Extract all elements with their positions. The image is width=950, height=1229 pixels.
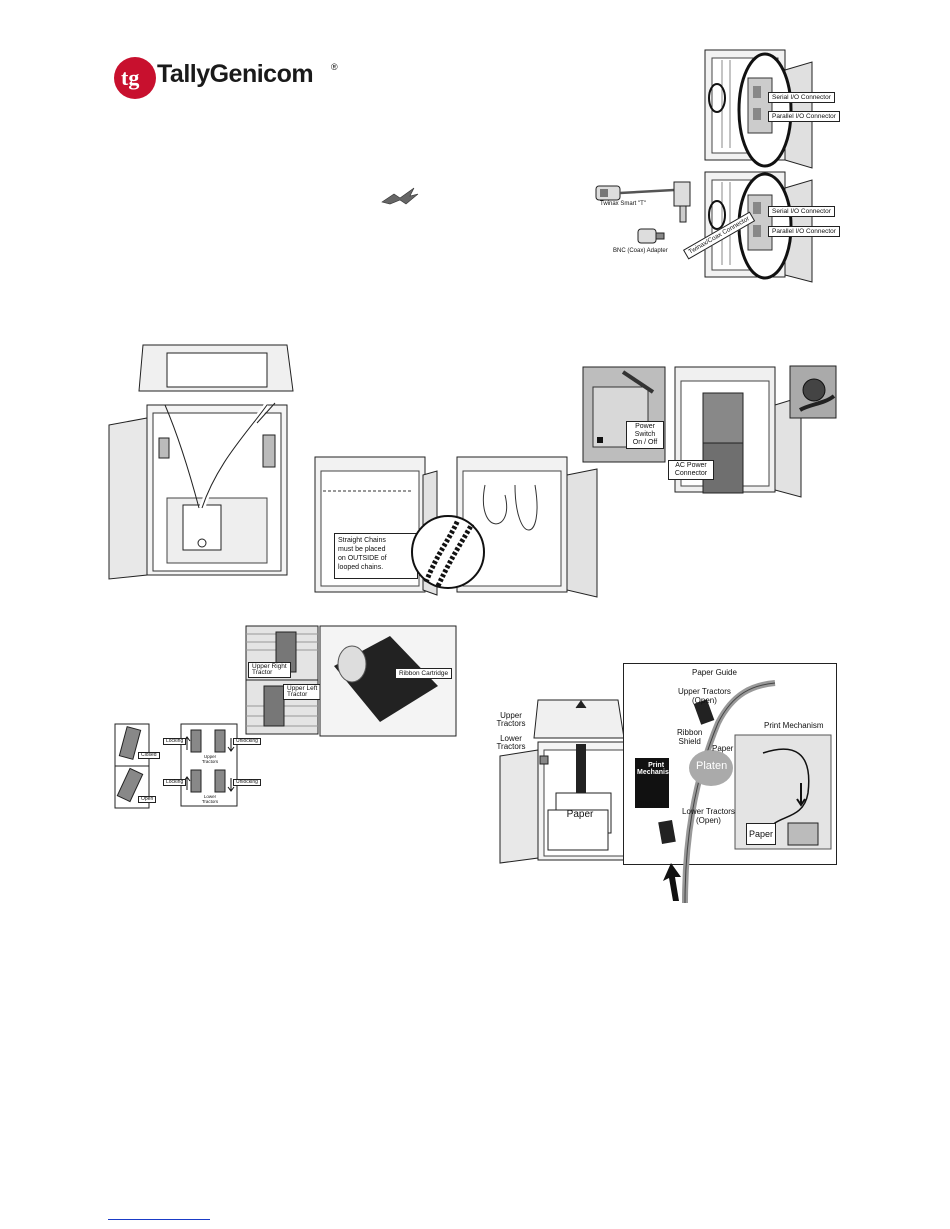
print-mechanism-box-label: Print Mechanism bbox=[637, 762, 675, 776]
paper-label: Paper bbox=[712, 744, 734, 753]
power-switch-line2: Switch bbox=[634, 431, 656, 438]
chains-note-line4: looped chains. bbox=[338, 564, 384, 571]
upper-tractors-label: Upper Tractors bbox=[496, 712, 526, 728]
ac-power-label: AC Power Connector bbox=[668, 460, 714, 480]
power-switch-label: Power Switch On / Off bbox=[626, 421, 664, 449]
upper-right-tractor-label: Upper Right Tractor bbox=[248, 662, 291, 678]
lower-tractors-line2: Tractors bbox=[496, 742, 526, 751]
upper-tractors-open-label: Upper Tractors (Open) bbox=[678, 687, 731, 705]
ribbon-label: Ribbon bbox=[637, 800, 663, 809]
chains-note-line2: must be placed bbox=[338, 546, 386, 553]
unlocking-label-2: Unlocking bbox=[233, 779, 261, 786]
ac-power-line2: Connector bbox=[674, 470, 708, 477]
svg-text:tg: tg bbox=[121, 65, 139, 90]
bnc-adapter-illustration bbox=[637, 228, 665, 244]
ac-connector-photo bbox=[789, 365, 837, 419]
uto-line1: Upper Tractors bbox=[678, 687, 731, 696]
upper-tractors-small: Upper Tractors bbox=[201, 754, 219, 764]
lower-tractors-label: Lower Tractors bbox=[496, 735, 526, 751]
cabinet-twinax-illustration bbox=[704, 171, 813, 283]
lower-tractors-line1: Lower bbox=[500, 734, 522, 743]
ult-line2: Tractor bbox=[287, 691, 308, 698]
lower-tractors-open-label: Lower Tractors (Open) bbox=[682, 807, 735, 825]
parallel-io-label: Parallel I/O Connector bbox=[768, 111, 840, 122]
chains-note-line3: on OUTSIDE of bbox=[338, 555, 387, 562]
ult-line1: Upper Left bbox=[287, 685, 318, 692]
open-label: Open bbox=[138, 796, 157, 803]
ribbon-cartridge-photo bbox=[319, 625, 457, 737]
paper-cabinet-label: Paper bbox=[566, 809, 594, 820]
ribbon-shield-line2: Shield bbox=[678, 737, 701, 746]
paper-box-text: Paper bbox=[748, 829, 774, 839]
twinax-smart-label: Twinax Smart "T" bbox=[600, 201, 646, 207]
pm-line1: Print bbox=[648, 762, 665, 769]
ribbon-cartridge-label: Ribbon Cartridge bbox=[395, 668, 453, 679]
upper-tractors-line1: Upper bbox=[500, 711, 522, 720]
registered-mark: ® bbox=[331, 62, 338, 72]
bnc-adapter-label: BNC (Coax) Adapter bbox=[613, 248, 668, 254]
twinax-cable-illustration bbox=[595, 181, 691, 223]
upper-tractors-line2: Tractors bbox=[496, 719, 526, 728]
cabinet-open-illustration bbox=[108, 344, 294, 580]
ribbon-shield-line1: Ribbon bbox=[677, 728, 703, 737]
cabinet-io-illustration bbox=[704, 49, 813, 169]
paper-guide-label: Paper Guide bbox=[692, 668, 737, 677]
platen-label: Platen bbox=[696, 760, 728, 772]
lto-line1: Lower Tractors bbox=[682, 807, 735, 816]
power-switch-line3: On / Off bbox=[632, 439, 658, 446]
hand-arrow-icon bbox=[381, 187, 419, 205]
lto-line2: (Open) bbox=[696, 816, 721, 825]
serial-io-label-2: Serial I/O Connector bbox=[768, 206, 835, 217]
paper-path-diagram bbox=[635, 680, 832, 904]
urt-line1: Upper Right bbox=[252, 663, 287, 670]
company-logo: tg bbox=[113, 56, 353, 106]
unlocking-label-1: Unlocking bbox=[233, 738, 261, 745]
uto-line2: (Open) bbox=[692, 696, 717, 705]
tractor-photos bbox=[245, 625, 319, 735]
power-switch-line1: Power bbox=[635, 423, 655, 430]
ribbon-shield-label: Ribbon Shield bbox=[677, 728, 702, 746]
parallel-io-label-2: Parallel I/O Connector bbox=[768, 226, 840, 237]
upper-left-tractor-label: Upper Left Tractor bbox=[283, 684, 322, 700]
print-mechanism-label: Print Mechanism bbox=[764, 721, 824, 730]
lower-tractors-small: Lower Tractors bbox=[201, 794, 219, 804]
tractor-closed-icon bbox=[114, 723, 150, 767]
straight-chains-note: Straight Chains must be placed on OUTSID… bbox=[334, 533, 418, 579]
cabinet-paper-illustration bbox=[499, 699, 634, 864]
footer-link-underline[interactable] bbox=[108, 1219, 210, 1220]
closed-label: Closed bbox=[138, 752, 160, 759]
locking-label-1: Locking bbox=[163, 738, 187, 745]
chains-magnifier bbox=[411, 515, 485, 589]
brand-name: TallyGenicom bbox=[157, 60, 314, 88]
serial-io-label: Serial I/O Connector bbox=[768, 92, 835, 103]
paper-box-label: Paper bbox=[746, 823, 776, 845]
chains-note-line1: Straight Chains bbox=[338, 537, 386, 544]
ac-power-line1: AC Power bbox=[675, 462, 707, 469]
urt-line2: Tractor bbox=[252, 669, 273, 676]
tractor-lock-diagram bbox=[180, 723, 238, 807]
tg-logo-mark: tg bbox=[114, 57, 156, 99]
locking-label-2: Locking bbox=[163, 779, 187, 786]
pm-line2: Mechanism bbox=[637, 769, 676, 776]
